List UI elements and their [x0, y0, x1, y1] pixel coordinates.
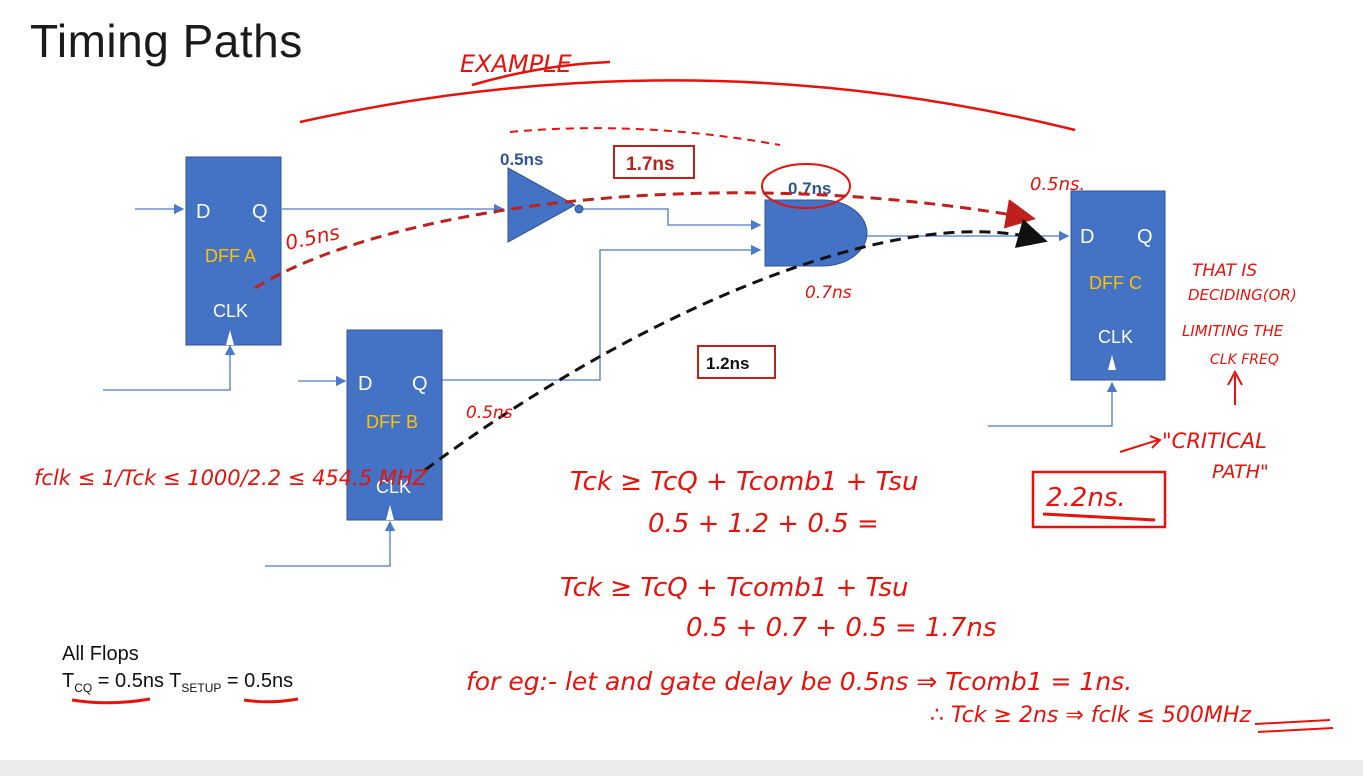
- critical-arrow-icon: [1119, 435, 1162, 453]
- ff-a-delay-annotation: 0.5ns: [283, 220, 342, 255]
- eq1-result-box: [1031, 470, 1167, 529]
- all-flops-params: TCQ = 0.5ns TSETUP = 0.5ns: [62, 670, 294, 695]
- ff-b-delay-annotation: 0.5ns: [466, 403, 513, 423]
- slide: Timing Paths D: [0, 0, 1363, 760]
- clock-triangle-icon: [386, 505, 394, 520]
- wire-b-q: [442, 244, 762, 381]
- dff-b-q-label: Q: [412, 373, 428, 395]
- wire-b-clk: [265, 520, 396, 567]
- buffer-delay-label: 0.5ns: [500, 150, 543, 169]
- dff-a-d-label: D: [196, 201, 210, 223]
- fclk-annotation: fclk ≤ 1/Tck ≤ 1000/2.2 ≤ 454.5 MHZ: [34, 466, 428, 490]
- deciding-line-1: THAT IS: [1192, 261, 1257, 281]
- all-flops-heading: All Flops: [62, 643, 139, 665]
- eq1-annotation: Tck ≥ TcQ + Tcomb1 + Tsu: [570, 467, 918, 497]
- dff-b-d-label: D: [358, 373, 372, 395]
- wire-c-clk: [988, 381, 1118, 427]
- eq2-values-annotation: 0.5 + 0.7 + 0.5 = 1.7ns: [686, 613, 996, 643]
- eq2-annotation: Tck ≥ TcQ + Tcomb1 + Tsu: [560, 573, 908, 603]
- inverter-gate: 0.5ns: [500, 150, 584, 243]
- up-arrow-icon: [1227, 369, 1243, 405]
- c-setup-annotation: 0.5ns.: [1030, 174, 1085, 195]
- red-dashed-path: [254, 191, 1036, 290]
- and-delay-annotation: 0.7ns: [805, 283, 852, 303]
- dff-c-name: DFF C: [1089, 273, 1142, 293]
- critical-path-line-1: "CRITICAL: [1162, 429, 1267, 453]
- bottom-strip: [0, 760, 1363, 776]
- dff-c-clk-label: CLK: [1098, 327, 1133, 347]
- eq3-annotation: for eg:- let and gate delay be 0.5ns ⇒ T…: [466, 667, 1132, 696]
- example-span-arrow: [299, 79, 1076, 132]
- path-top-label: 1.7ns: [626, 154, 675, 175]
- eq4-annotation: ∴ Tck ≥ 2ns ⇒ fclk ≤ 500MHz: [930, 703, 1251, 728]
- dff-c-d-label: D: [1080, 226, 1094, 248]
- dff-a-q-label: Q: [252, 201, 268, 223]
- deciding-line-4: CLK FREQ: [1210, 352, 1279, 368]
- path-bottom-label: 1.2ns: [706, 354, 749, 373]
- clock-triangle-icon: [1108, 355, 1116, 370]
- dff-b-name: DFF B: [366, 412, 418, 432]
- critical-path-line-2: PATH": [1212, 461, 1269, 483]
- circuit-diagram: D Q DFF A CLK D Q DFF B CLK D Q DFF C CL…: [34, 50, 1334, 733]
- wire-buf-out: [583, 208, 762, 231]
- wire-a-clk: [103, 344, 236, 391]
- dff-a-clk-label: CLK: [213, 301, 248, 321]
- clock-triangle-icon: [226, 330, 234, 345]
- dff-c: D Q DFF C CLK: [1070, 190, 1166, 381]
- page-title: Timing Paths: [30, 15, 303, 67]
- eq1-result-annotation: 2.2ns.: [1046, 483, 1126, 513]
- dff-a: D Q DFF A CLK: [185, 156, 282, 346]
- path-bottom-box: 1.2ns: [697, 345, 776, 379]
- path-top-box: 1.7ns: [613, 145, 695, 179]
- wires: [103, 203, 1118, 567]
- dff-a-name: DFF A: [205, 246, 256, 266]
- dff-c-q-label: Q: [1137, 226, 1153, 248]
- and-gate: 0.7ns: [761, 163, 868, 267]
- deciding-line-3: LIMITING THE: [1182, 322, 1284, 340]
- dff-b: D Q DFF B CLK: [346, 329, 443, 521]
- dff-b-clk-label: CLK: [376, 477, 411, 497]
- black-dashed-path: [424, 219, 1048, 472]
- deciding-line-2: DECIDING(OR): [1188, 286, 1297, 304]
- eq1-values-annotation: 0.5 + 1.2 + 0.5 =: [648, 509, 879, 539]
